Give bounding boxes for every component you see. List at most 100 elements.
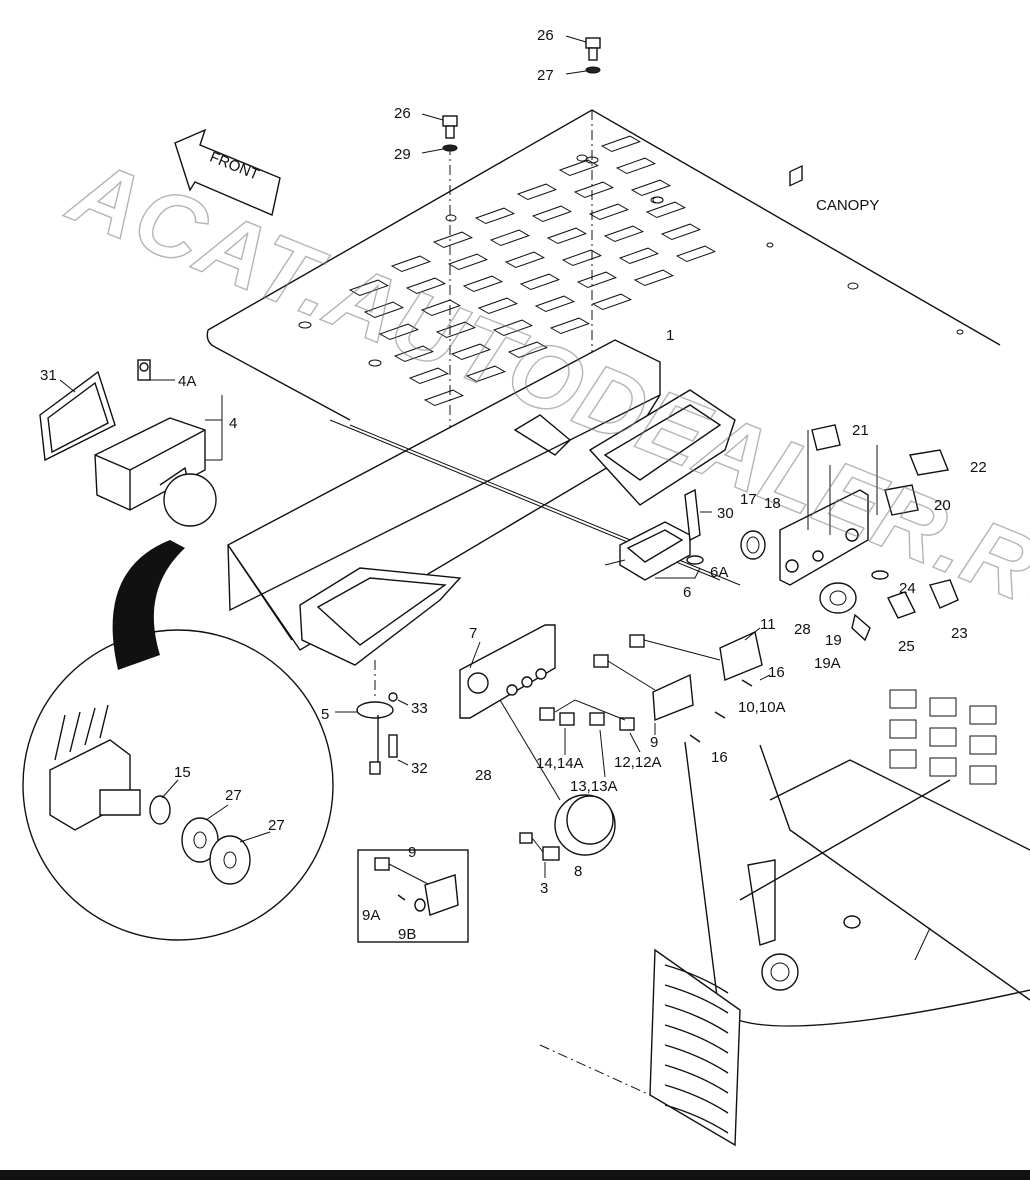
grille-slot <box>390 255 432 273</box>
bolt-26-top <box>565 35 601 75</box>
right-grille-slot <box>889 689 917 709</box>
louver-slat <box>664 964 729 994</box>
console-housing <box>227 339 741 666</box>
bottom-border <box>0 1170 1030 1180</box>
label-9-detail: 9 <box>408 844 416 861</box>
right-grille-slot <box>889 719 917 739</box>
strip-30 <box>684 488 712 542</box>
right-grille-slot <box>969 765 997 785</box>
panel-18 <box>779 164 878 586</box>
panel-7 <box>459 624 556 719</box>
label-25: 25 <box>898 638 915 655</box>
label-28-right: 28 <box>794 621 811 638</box>
grille-slot <box>576 271 618 289</box>
louver-slat <box>664 1084 729 1114</box>
label-14-14a: 14,14A <box>536 755 584 772</box>
louver-slat <box>664 1024 729 1054</box>
grille-slot <box>615 157 657 175</box>
label-11: 11 <box>760 616 776 633</box>
bolt-26-mid <box>421 113 458 154</box>
right-grille-slot <box>889 749 917 769</box>
label-4a: 4A <box>178 373 196 390</box>
grille-slot <box>573 181 615 199</box>
detail-pointer-arrow <box>112 540 185 670</box>
label-10-10a: 10,10A <box>738 699 786 716</box>
louver-slat <box>664 1004 729 1034</box>
grille-slot <box>405 277 447 295</box>
grille-slot <box>393 345 435 363</box>
grille-slot <box>675 245 717 263</box>
label-26-mid: 26 <box>394 105 411 122</box>
screws-10-16 <box>689 674 771 743</box>
label-9: 9 <box>650 734 658 751</box>
right-grille-slot <box>969 705 997 725</box>
detail-circle <box>22 629 334 941</box>
label-27-detail-a: 27 <box>225 787 242 804</box>
light-switch-5 <box>335 660 394 775</box>
grille-slot <box>558 159 600 177</box>
label-9a: 9A <box>362 907 380 924</box>
grille-slot <box>489 229 531 247</box>
louver-slat <box>664 1044 729 1074</box>
roof-holes <box>298 154 964 367</box>
grille-slot <box>561 249 603 267</box>
grille-slot <box>462 275 504 293</box>
label-9b: 9B <box>398 926 416 943</box>
grille-slot <box>477 297 519 315</box>
grille-slot <box>465 365 507 383</box>
label-4: 4 <box>229 415 237 432</box>
watermark-text: ACAT.AUTODEALER.RU <box>55 139 1030 646</box>
relay-9 <box>593 654 694 735</box>
right-grille-slot <box>929 757 957 777</box>
label-31: 31 <box>40 367 57 384</box>
grille-slot <box>519 273 561 291</box>
right-grille-slot <box>929 697 957 717</box>
relay-11 <box>629 627 763 681</box>
callout-labels: CANOPY 26 27 26 29 1 31 4A 4 30 17 18 21… <box>40 27 987 943</box>
label-17: 17 <box>740 491 757 508</box>
label-3: 3 <box>540 880 548 897</box>
key-switch-19 <box>819 582 871 642</box>
label-16-bottom: 16 <box>711 749 728 766</box>
grille-slot <box>408 367 450 385</box>
label-1: 1 <box>666 327 674 344</box>
label-21: 21 <box>852 422 869 439</box>
grille-slot <box>645 201 687 219</box>
label-20: 20 <box>934 497 951 514</box>
work-light-4 <box>94 395 223 527</box>
label-23: 23 <box>951 625 968 642</box>
label-29: 29 <box>394 146 411 163</box>
louver-slat <box>664 984 729 1014</box>
grille-slot <box>447 253 489 271</box>
label-8: 8 <box>574 863 582 880</box>
grille-slot <box>435 321 477 339</box>
grille-slot <box>531 205 573 223</box>
gasket-31 <box>39 370 116 462</box>
grille-slot <box>504 251 546 269</box>
label-27-top: 27 <box>537 67 554 84</box>
gauge-8 <box>499 699 616 856</box>
right-grille-slot <box>969 735 997 755</box>
bulb-4a <box>137 359 175 381</box>
grille-slot <box>423 389 465 407</box>
label-24: 24 <box>899 580 916 597</box>
label-15: 15 <box>174 764 191 781</box>
parts-23-24-25 <box>871 570 959 619</box>
louver-slat <box>664 1064 729 1094</box>
grille-slot <box>348 279 390 297</box>
grille-slot <box>633 269 675 287</box>
screw-32-33 <box>388 692 409 766</box>
grille-slot <box>630 179 672 197</box>
label-33: 33 <box>411 700 428 717</box>
label-6: 6 <box>683 584 691 601</box>
connectors-12-13-14 <box>539 699 641 778</box>
grille-slot <box>549 317 591 335</box>
grille-slot <box>660 223 702 241</box>
label-16-right: 16 <box>768 664 785 681</box>
grille-slot <box>618 247 660 265</box>
label-32: 32 <box>411 760 428 777</box>
label-5: 5 <box>321 706 329 723</box>
lamp-6 <box>604 521 704 581</box>
ring-17 <box>740 530 766 560</box>
